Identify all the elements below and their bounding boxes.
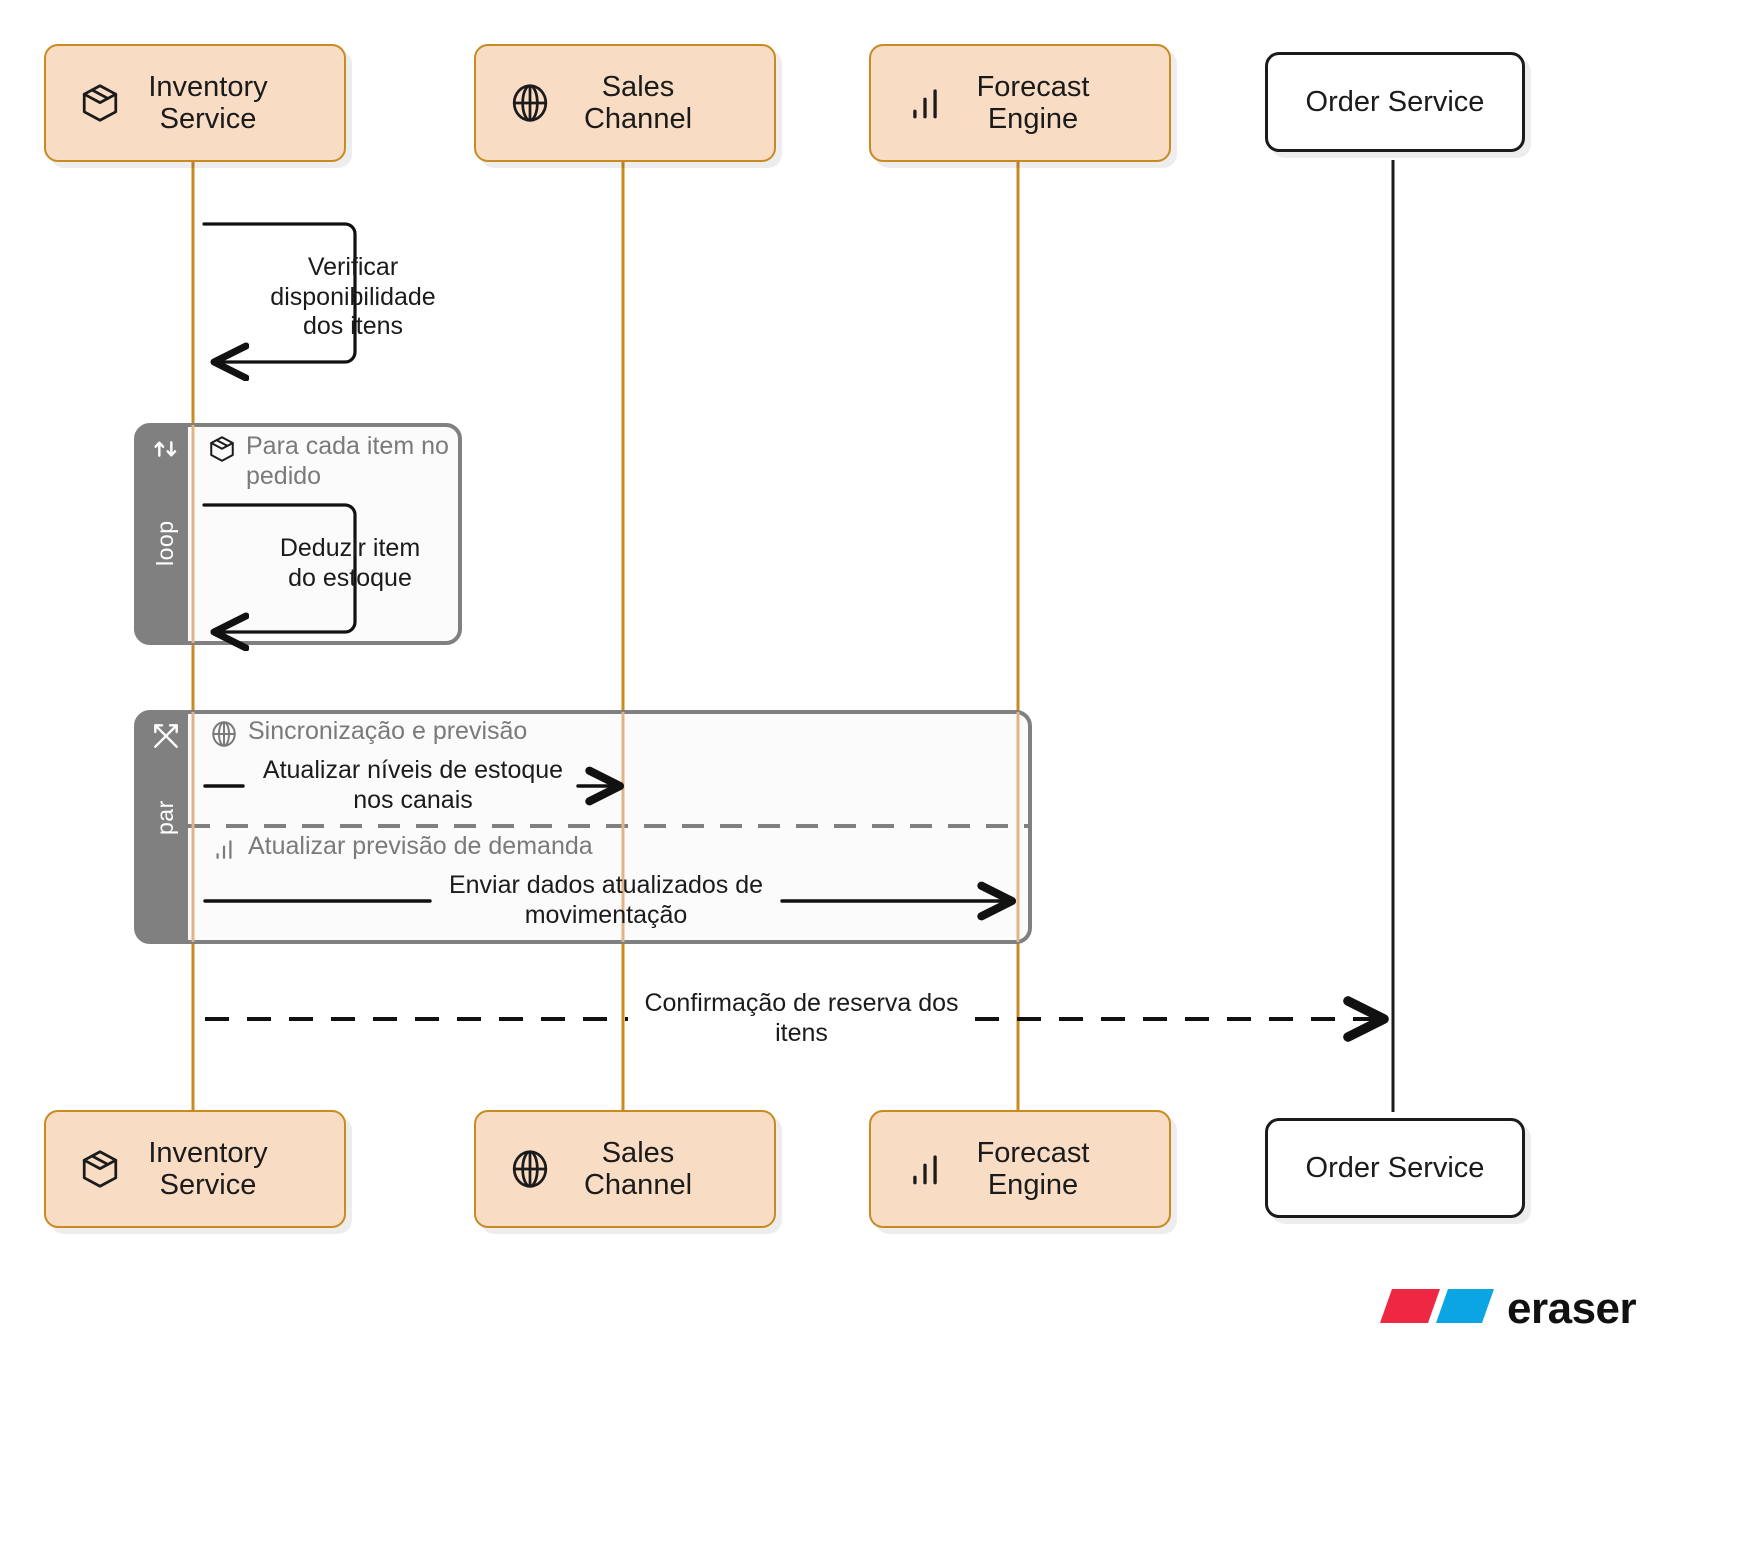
fragment-par-frame	[134, 710, 1032, 944]
message-deduzir-item	[202, 503, 357, 632]
participant-label: Sales Channel	[583, 70, 693, 135]
loop-icon	[150, 433, 182, 465]
message-label-deduzir-item: Deduzir item do estoque	[279, 534, 421, 592]
parallel-arrows-icon	[150, 720, 182, 752]
bar-chart-icon	[901, 1145, 949, 1193]
participant-label: Sales Channel	[583, 1136, 693, 1201]
box-icon	[207, 434, 237, 464]
participant-bottom-inventory[interactable]: Inventory Service	[44, 1110, 346, 1228]
eraser-logo: eraser	[1378, 1283, 1637, 1334]
eraser-logo-icon	[1378, 1283, 1494, 1334]
participant-top-sales[interactable]: Sales Channel	[474, 44, 776, 162]
participant-label: Forecast Engine	[976, 1136, 1090, 1201]
message-label-atualizar-niveis: Atualizar níveis de estoque nos canais	[262, 756, 564, 814]
message-label-verificar-disponibilidade: Verificar disponibilidade dos itens	[270, 253, 436, 340]
eraser-logo-text: eraser	[1507, 1283, 1637, 1333]
box-icon	[76, 1145, 124, 1193]
fragment-section-label-previsao: Atualizar previsão de demanda	[248, 832, 593, 860]
globe-icon	[506, 1145, 554, 1193]
participant-label: Inventory Service	[148, 70, 268, 135]
box-icon	[76, 79, 124, 127]
bar-chart-icon	[901, 79, 949, 127]
message-label-confirmacao-reserva: Confirmação de reserva dos itens	[644, 989, 959, 1047]
participant-top-order[interactable]: Order Service	[1265, 52, 1525, 152]
fragment-loop-frame	[134, 423, 462, 645]
fragment-tab-label-loop: loop	[152, 520, 178, 566]
lifelines-over-fragments	[191, 425, 1020, 942]
participant-bottom-forecast[interactable]: Forecast Engine	[869, 1110, 1171, 1228]
participant-label: Forecast Engine	[976, 70, 1090, 135]
participant-label: Order Service	[1305, 1151, 1485, 1184]
message-verificar-disponibilidade	[202, 222, 357, 362]
globe-icon	[209, 719, 239, 749]
participant-top-forecast[interactable]: Forecast Engine	[869, 44, 1171, 162]
message-label-enviar-dados: Enviar dados atualizados de movimentação	[448, 871, 764, 929]
participant-bottom-sales[interactable]: Sales Channel	[474, 1110, 776, 1228]
participant-top-inventory[interactable]: Inventory Service	[44, 44, 346, 162]
fragment-title-loop: Para cada item no pedido	[246, 432, 449, 490]
fragment-tab-label-par: par	[152, 800, 178, 835]
participant-bottom-order[interactable]: Order Service	[1265, 1118, 1525, 1218]
fragment-title-par: Sincronização e previsão	[248, 717, 528, 745]
participant-label: Inventory Service	[148, 1136, 268, 1201]
participant-label: Order Service	[1305, 85, 1485, 118]
bar-chart-icon	[210, 835, 240, 865]
globe-icon	[506, 79, 554, 127]
